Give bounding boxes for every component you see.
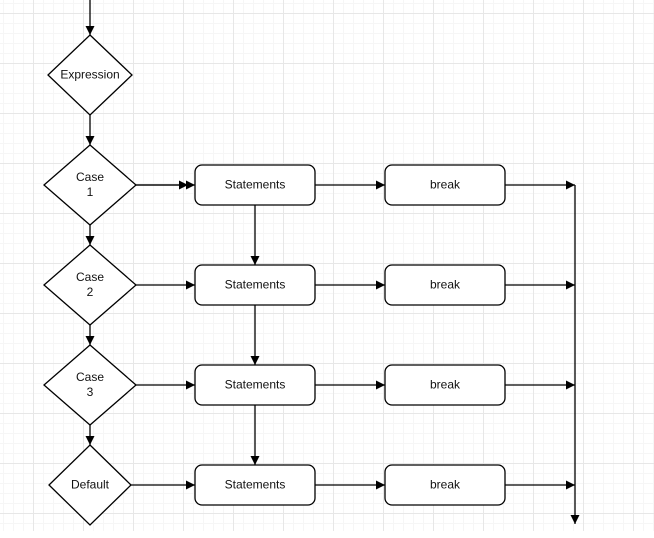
node-expression-diamond[interactable] (47, 34, 133, 116)
node-statements1-box[interactable] (194, 164, 316, 206)
node-break2-box[interactable] (384, 264, 506, 306)
node-break1-box[interactable] (384, 164, 506, 206)
node-case2-diamond[interactable] (43, 244, 137, 326)
node-break4-box[interactable] (384, 464, 506, 506)
node-statements3-box[interactable] (194, 364, 316, 406)
node-statements2-box[interactable] (194, 264, 316, 306)
node-default-diamond[interactable] (48, 444, 132, 526)
node-case3-diamond[interactable] (43, 344, 137, 426)
node-break3-box[interactable] (384, 364, 506, 406)
node-statements4-box[interactable] (194, 464, 316, 506)
node-case1-diamond[interactable] (43, 144, 137, 226)
